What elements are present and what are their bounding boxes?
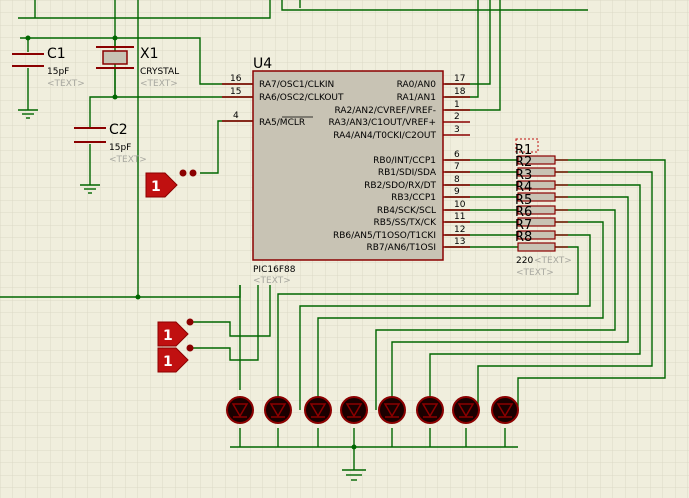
logic-state-2[interactable]: 1 [157,318,194,347]
pin-number: 12 [454,225,465,235]
x1-value: CRYSTAL [140,67,179,77]
mcu-text: <TEXT> [253,276,291,286]
pin-name: RA5/MCLR [259,118,305,128]
led-3[interactable] [304,396,332,424]
capacitor-c1[interactable]: C1 15pF <TEXT> [12,46,85,89]
pin-number: 16 [230,74,242,84]
resistor-ref: R5 [515,193,532,208]
pin-name: RB5/SS/TX/CK [373,218,437,228]
wires[interactable] [0,0,666,470]
led-7[interactable] [452,396,480,424]
resistor-r4[interactable]: R4 [515,180,568,202]
capacitor-c2[interactable]: C2 15pF <TEXT> [74,122,147,165]
resistor-ref: R7 [515,218,532,233]
x1-text: <TEXT> [140,79,178,89]
pin-number: 9 [454,187,460,197]
pin-number: 17 [454,74,465,84]
led-4[interactable] [340,396,368,424]
pin-name: RA1/AN1 [397,93,436,103]
pin-name: RA6/OSC2/CLKOUT [259,93,344,103]
pin-name: RA3/AN3/C1OUT/VREF+ [329,118,436,128]
logic-state-value: 1 [163,354,173,370]
pin-name: RB4/SCK/SCL [377,206,436,216]
pin-number: 7 [454,162,460,172]
pin-number: 1 [454,100,460,110]
resistor-r7[interactable]: R7 [515,218,568,240]
logic-state-1[interactable]: 1 [145,169,197,198]
pin-number: 6 [454,150,460,160]
resistor-r2[interactable]: R2 [515,155,568,177]
mcu-u4[interactable]: U4 PIC16F88 <TEXT> 16 RA7/OSC1/CLKIN 15 … [222,56,470,286]
rpack-value: 220 [516,256,533,266]
pin-number: 8 [454,175,460,185]
c1-ref: C1 [47,46,66,62]
left-pin-list: 16 RA7/OSC1/CLKIN 15 RA6/OSC2/CLKOUT 4 R… [230,74,344,128]
pin-number: 15 [230,87,241,97]
pin-name: RA0/AN0 [397,80,437,90]
resistor-r8[interactable]: R8 [515,230,568,252]
mcu-part: PIC16F88 [253,265,296,275]
led-1[interactable] [226,396,254,424]
pin-name: RB2/SDO/RX/DT [364,181,436,191]
mcu-ref: U4 [253,56,272,72]
pin-name: RA7/OSC1/CLKIN [259,80,334,90]
resistor-r5[interactable]: R5 [515,193,568,215]
resistor-ref: R2 [515,155,532,170]
pin-name: RB1/SDI/SDA [378,168,437,178]
led-array[interactable] [226,396,519,424]
resistor-ref: R3 [515,168,532,183]
resistor-ref: R4 [515,180,532,195]
resistor-ref: R1 [515,143,532,158]
pin-number: 10 [454,200,466,210]
resistor-r1[interactable]: R1 [515,143,568,165]
logic-state-value: 1 [151,179,161,195]
c1-text: <TEXT> [47,79,85,89]
resistor-r6[interactable]: R6 [515,205,568,227]
junctions [25,35,357,450]
c2-ref: C2 [109,122,128,138]
rpack-text-2: <TEXT> [516,268,554,278]
logic-state-3[interactable]: 1 [157,344,194,373]
led-5[interactable] [378,396,406,424]
pin-number: 2 [454,112,460,122]
pin-number: 18 [454,87,466,97]
resistor-ref: R8 [515,230,532,245]
resistor-ref: R6 [515,205,532,220]
ground-main-icon [342,469,366,481]
pin-number: 3 [454,125,460,135]
pin-name: RB7/AN6/T1OSI [366,243,436,253]
c1-value: 15pF [47,67,69,77]
c2-value: 15pF [109,143,131,153]
pin-number: 13 [454,237,465,247]
pin-number: 4 [233,111,239,121]
logic-state-value: 1 [163,328,173,344]
led-2[interactable] [264,396,292,424]
pin-number: 11 [454,212,465,222]
x1-ref: X1 [140,46,159,62]
c2-text: <TEXT> [109,155,147,165]
ground-c1-icon [18,109,38,119]
pin-name: RB3/CCP1 [391,193,436,203]
rpack-text-1: <TEXT> [534,256,572,266]
ground-c2-icon [80,184,100,194]
pin-name: RB6/AN5/T1OSO/T1CKI [333,231,436,241]
pin-name: RA4/AN4/T0CKI/C2OUT [333,131,436,141]
led-8[interactable] [491,396,519,424]
resistor-r3[interactable]: R3 [515,168,568,190]
crystal-x1[interactable]: X1 CRYSTAL <TEXT> [96,46,179,89]
pin-name: RB0/INT/CCP1 [373,156,436,166]
led-6[interactable] [416,396,444,424]
pin-name: RA2/AN2/CVREF/VREF- [334,106,436,116]
